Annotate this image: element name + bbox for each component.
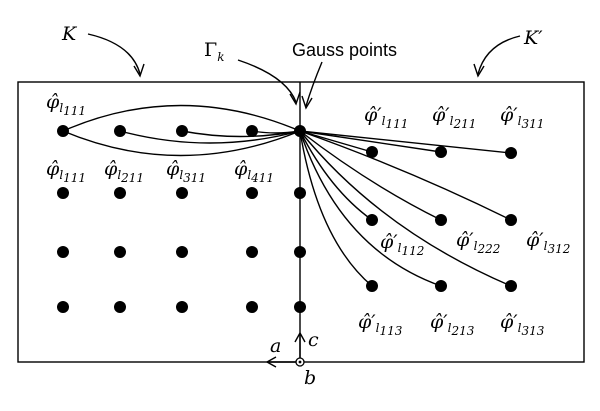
phi-label-right-3: φ̂′l311 — [500, 104, 544, 131]
label-k-prime: K′ — [523, 27, 543, 49]
node-dot — [57, 125, 69, 137]
phi-label-right-6: φ̂′l312 — [526, 229, 570, 256]
node-dot — [57, 301, 69, 313]
node-dot — [435, 214, 447, 226]
node-dot — [246, 301, 258, 313]
node-dot — [176, 301, 188, 313]
node-dot — [246, 125, 258, 137]
phi-label-right-5: φ̂′l222 — [456, 229, 500, 256]
node-dot — [435, 146, 447, 158]
axis-label-b: b — [304, 367, 316, 389]
node-dot — [246, 187, 258, 199]
node-dot — [505, 147, 517, 159]
label-k: K — [61, 23, 78, 45]
node-dot — [114, 125, 126, 137]
phi-label-right-4: φ̂′l112 — [380, 231, 424, 258]
right-element-dots — [366, 146, 517, 292]
node-dot — [176, 246, 188, 258]
gauss-point — [294, 125, 306, 137]
phi-label-left-4: φ̂l411 — [234, 158, 274, 185]
gauss-point — [294, 301, 306, 313]
phi-label-left-3: φ̂l311 — [166, 158, 206, 185]
node-dot — [57, 246, 69, 258]
node-dot — [505, 280, 517, 292]
phi-label-right-2: φ̂′l211 — [432, 104, 476, 131]
phi-label-right-1: φ̂′l111 — [364, 104, 408, 131]
node-dot — [366, 214, 378, 226]
node-dot — [366, 146, 378, 158]
gauss-point — [294, 246, 306, 258]
label-gamma-k: Γk — [204, 39, 224, 64]
phi-label-right-9: φ̂′l313 — [500, 311, 545, 338]
node-dot — [246, 246, 258, 258]
node-dot — [114, 246, 126, 258]
node-dot — [435, 280, 447, 292]
node-dot — [176, 125, 188, 137]
local-axes — [265, 331, 306, 368]
axis-label-a: a — [270, 335, 281, 357]
gauss-point — [294, 187, 306, 199]
node-dot — [114, 301, 126, 313]
gauss-point-dots — [294, 125, 306, 313]
node-dot — [366, 280, 378, 292]
phi-label-right-8: φ̂′l213 — [430, 311, 475, 338]
node-dot — [57, 187, 69, 199]
pointer-arrows — [87, 33, 521, 110]
node-dot — [114, 187, 126, 199]
phi-label-left-1: φ̂l111 — [46, 158, 86, 185]
phi-label-left-top: φ̂l111 — [46, 91, 86, 118]
phi-label-right-7: φ̂′l113 — [358, 311, 403, 338]
label-gauss-points: Gauss points — [292, 40, 397, 60]
coupling-curves — [62, 104, 512, 287]
axis-label-c: c — [308, 329, 319, 351]
left-element-dots — [57, 125, 258, 313]
node-dot — [176, 187, 188, 199]
phi-label-left-2: φ̂l211 — [104, 158, 144, 185]
node-dot — [505, 214, 517, 226]
